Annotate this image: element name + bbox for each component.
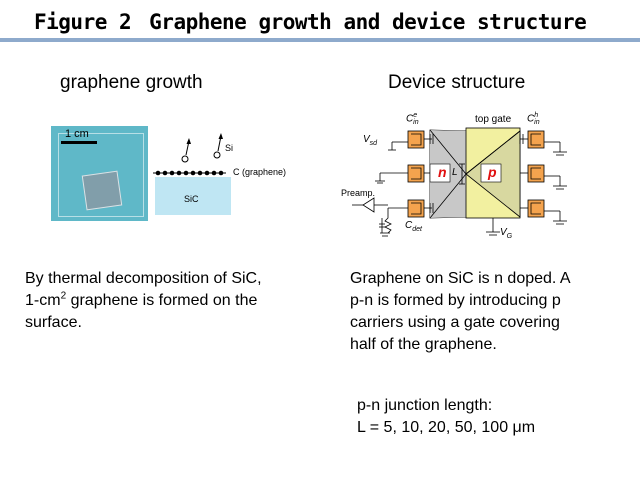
- graphene-edge: [465, 130, 521, 175]
- graphene-atom: [183, 170, 189, 176]
- graphene-photo: 1 cm: [51, 126, 148, 221]
- si-label: Si: [225, 143, 234, 153]
- graphene-atom: [155, 170, 161, 176]
- si-arrow-head: [218, 133, 223, 139]
- left-wiring: [352, 141, 408, 237]
- device-desc-line1: Graphene on SiC is n doped. A: [350, 270, 571, 287]
- growth-description: By thermal decomposition of SiC, 1-cm2 g…: [25, 268, 315, 334]
- graphene-atom: [218, 170, 224, 176]
- device-desc-line4: half of the graphene.: [350, 336, 497, 353]
- growth-desc-line3: surface.: [25, 314, 82, 331]
- junction-line1: p-n junction length:: [357, 397, 493, 414]
- graphene-atom: [176, 170, 182, 176]
- sic-substrate: [155, 177, 231, 215]
- si-arrow-head: [186, 138, 191, 144]
- contact-pad: [407, 164, 425, 183]
- vg-label: VG: [500, 227, 513, 240]
- top-gate-label: top gate: [475, 114, 512, 125]
- right-wiring: [459, 141, 567, 236]
- junction-line2: L = 5, 10, 20, 50, 100 μm: [357, 419, 536, 436]
- pad-leads: [411, 133, 541, 215]
- growth-desc-line2: 1-cm2 graphene is formed on the: [25, 290, 258, 309]
- growth-schematic: [153, 133, 231, 215]
- p-label-box: [480, 163, 502, 183]
- title-rule: [0, 38, 640, 42]
- figure-title: Figure 2 Graphene growth and device struc…: [34, 10, 587, 34]
- graphene-label: C (graphene): [233, 167, 287, 177]
- preamp-label: Preamp.: [341, 188, 376, 198]
- cdet-label: Cdet: [405, 220, 422, 233]
- photo-frame: [58, 133, 144, 217]
- scale-label: 1 cm: [65, 128, 89, 140]
- vsd-label: Vsd: [363, 134, 378, 147]
- figure-number: Figure 2: [34, 10, 132, 34]
- n-region-label: n: [438, 164, 447, 180]
- si-atom: [181, 155, 189, 163]
- device-description: Graphene on SiC is n doped. A p-n is for…: [350, 268, 635, 356]
- graphene-atoms: [155, 170, 224, 176]
- graphene-edge: [429, 173, 467, 219]
- scale-bar: [61, 141, 97, 144]
- length-label: L: [452, 167, 458, 178]
- graphene-atom: [211, 170, 217, 176]
- cin-e-label: Cein: [406, 112, 419, 127]
- sic-label: SiC: [184, 194, 199, 204]
- graphene-atom: [162, 170, 168, 176]
- si-atom: [213, 151, 221, 159]
- graphene-edge: [429, 129, 467, 175]
- contact-pad: [527, 130, 545, 149]
- contact-pad: [527, 164, 545, 183]
- graphene-atom: [204, 170, 210, 176]
- growth-desc-line1: By thermal decomposition of SiC,: [25, 270, 262, 287]
- contact-pad: [527, 199, 545, 218]
- cin-h-label: Chin: [527, 112, 540, 127]
- contact-pad: [407, 130, 425, 149]
- graphene-atom: [190, 170, 196, 176]
- device-structure-heading: Device structure: [388, 72, 526, 93]
- contact-pad: [407, 199, 425, 218]
- device-desc-line2: p-n is formed by introducing p: [350, 292, 561, 309]
- n-label-box: [429, 163, 451, 183]
- graphene-growth-heading: graphene growth: [60, 72, 203, 93]
- junction-length: p-n junction length: L = 5, 10, 20, 50, …: [357, 395, 627, 439]
- device-desc-line3: carriers using a gate covering: [350, 314, 560, 331]
- graphene-atom: [197, 170, 203, 176]
- figure-title-text: Graphene growth and device structure: [149, 10, 587, 34]
- p-region-label: p: [488, 164, 497, 180]
- graphene-atom: [169, 170, 175, 176]
- device-diagram: [352, 127, 567, 237]
